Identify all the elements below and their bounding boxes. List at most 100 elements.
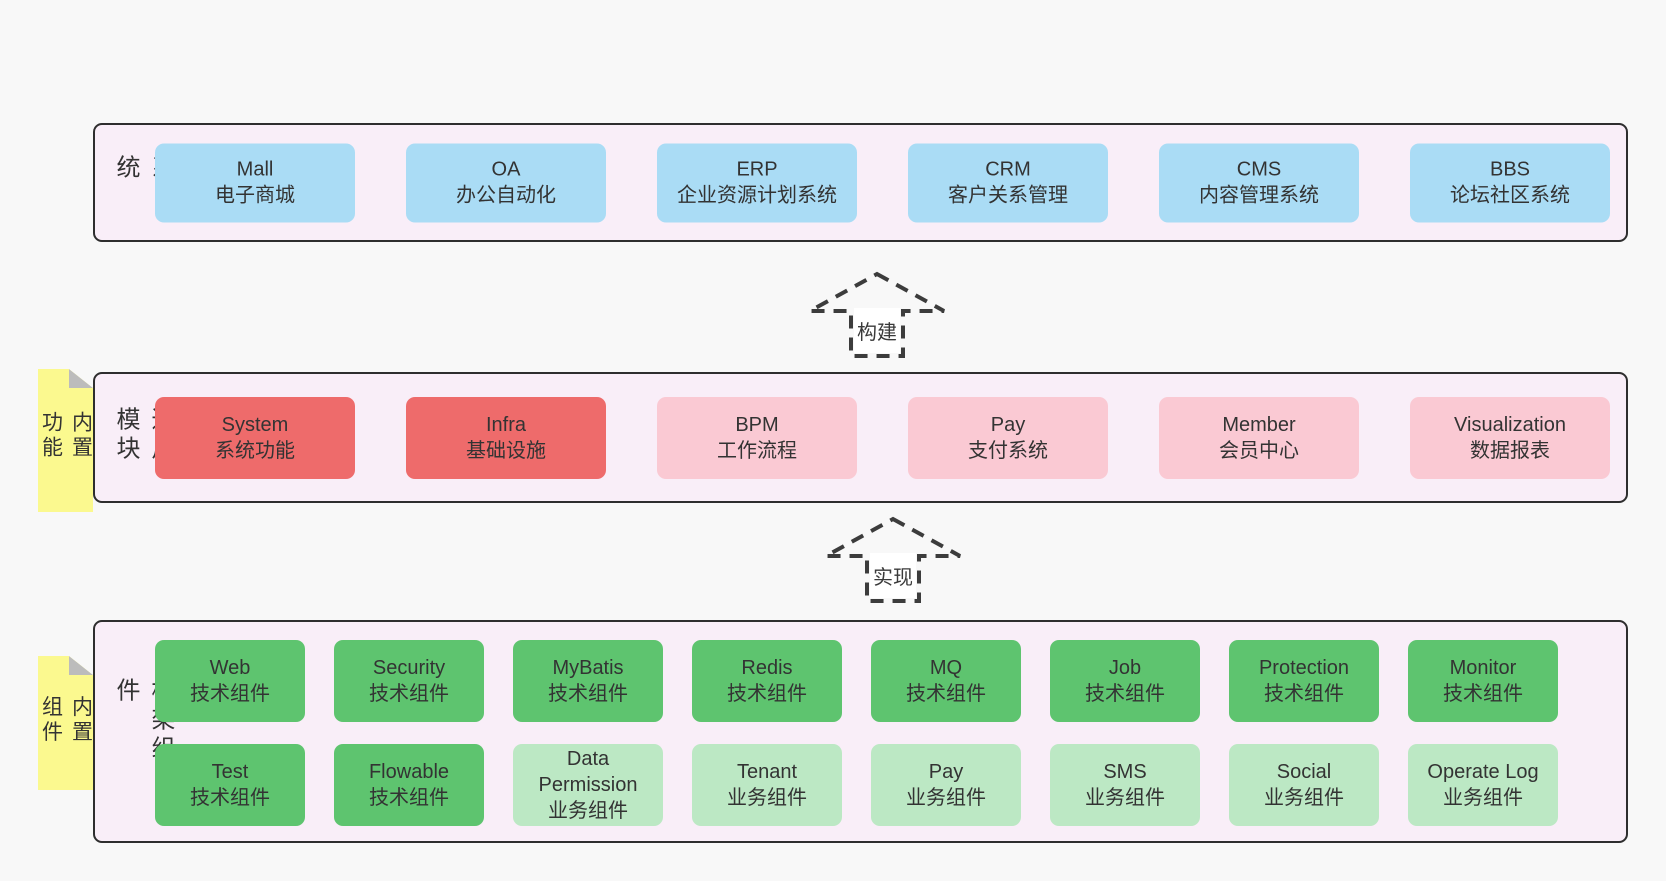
box-title: Pay bbox=[928, 761, 964, 783]
box-subtitle: 技术组件 bbox=[369, 787, 449, 809]
box-subtitle: 业务组件 bbox=[1443, 787, 1523, 809]
arrow-build: 构建 bbox=[807, 271, 947, 359]
box-title: CMS bbox=[1236, 158, 1282, 181]
sticky-fold-icon bbox=[69, 656, 93, 675]
box-subtitle: 技术组件 bbox=[1264, 683, 1344, 705]
box-title: CRM bbox=[985, 158, 1031, 181]
panel-business-systems: 业务系统 Mall 电子商城 OA 办公自动化 ERP 企业资源计划系统 CRM… bbox=[93, 123, 1628, 242]
arrow-label-implement: 实现 bbox=[870, 553, 916, 598]
box-subtitle: 技术组件 bbox=[1085, 683, 1165, 705]
box-mq: MQ 技术组件 bbox=[871, 640, 1021, 722]
box-title: BBS bbox=[1489, 158, 1531, 181]
box-subtitle: 技术组件 bbox=[548, 683, 628, 705]
box-subtitle: 技术组件 bbox=[190, 787, 270, 809]
box-title: Pay bbox=[990, 413, 1026, 436]
box-bbs: BBS 论坛社区系统 bbox=[1410, 143, 1610, 222]
box-security: Security 技术组件 bbox=[334, 640, 484, 722]
box-subtitle: 业务组件 bbox=[548, 800, 628, 822]
box-mall: Mall 电子商城 bbox=[155, 143, 355, 222]
box-title: Social bbox=[1276, 761, 1332, 783]
box-job: Job 技术组件 bbox=[1050, 640, 1200, 722]
box-title: Security bbox=[372, 657, 446, 679]
box-subtitle: 系统功能 bbox=[215, 439, 295, 462]
box-title: Data Permission bbox=[538, 748, 638, 796]
box-title: BPM bbox=[735, 413, 779, 436]
box-title: Flowable bbox=[368, 761, 450, 783]
box-member: Member 会员中心 bbox=[1159, 396, 1359, 479]
box-infra: Infra 基础设施 bbox=[406, 396, 606, 479]
box-tenant: Tenant 业务组件 bbox=[692, 744, 842, 826]
box-visualization: Visualization 数据报表 bbox=[1410, 396, 1610, 479]
box-title: Visualization bbox=[1454, 413, 1566, 436]
box-subtitle: 会员中心 bbox=[1219, 439, 1299, 462]
box-sms: SMS 业务组件 bbox=[1050, 744, 1200, 826]
box-subtitle: 电子商城 bbox=[215, 184, 295, 207]
panel-framework-components: 框架组件 Web 技术组件 Security 技术组件 MyBatis 技术组件… bbox=[93, 620, 1628, 843]
box-title: Mall bbox=[236, 158, 274, 181]
box-subtitle: 办公自动化 bbox=[456, 184, 556, 207]
box-subtitle: 业务组件 bbox=[906, 787, 986, 809]
box-pay-business: Pay 业务组件 bbox=[871, 744, 1021, 826]
box-subtitle: 业务组件 bbox=[1085, 787, 1165, 809]
sticky-text: 内置组件 bbox=[39, 695, 93, 746]
arrow-label-build: 构建 bbox=[854, 308, 900, 353]
box-title: Tenant bbox=[736, 761, 798, 783]
box-test: Test 技术组件 bbox=[155, 744, 305, 826]
box-subtitle: 企业资源计划系统 bbox=[677, 184, 837, 207]
box-subtitle: 数据报表 bbox=[1470, 439, 1550, 462]
box-title: Monitor bbox=[1449, 657, 1517, 679]
box-mybatis: MyBatis 技术组件 bbox=[513, 640, 663, 722]
box-subtitle: 内容管理系统 bbox=[1199, 184, 1319, 207]
box-subtitle: 客户关系管理 bbox=[948, 184, 1068, 207]
box-title: ERP bbox=[736, 158, 778, 181]
box-subtitle: 技术组件 bbox=[727, 683, 807, 705]
box-monitor: Monitor 技术组件 bbox=[1408, 640, 1558, 722]
box-protection: Protection 技术组件 bbox=[1229, 640, 1379, 722]
box-erp: ERP 企业资源计划系统 bbox=[657, 143, 857, 222]
business-box-row: Mall 电子商城 OA 办公自动化 ERP 企业资源计划系统 CRM 客户关系… bbox=[155, 143, 1610, 222]
box-crm: CRM 客户关系管理 bbox=[908, 143, 1108, 222]
box-title: OA bbox=[491, 158, 521, 181]
box-cms: CMS 内容管理系统 bbox=[1159, 143, 1359, 222]
sticky-note-builtin-components: 内置组件 bbox=[38, 656, 93, 790]
arrow-implement: 实现 bbox=[823, 516, 963, 604]
box-subtitle: 业务组件 bbox=[727, 787, 807, 809]
box-title: Operate Log bbox=[1427, 761, 1539, 783]
up-arrow-icon bbox=[825, 516, 961, 603]
box-web: Web 技术组件 bbox=[155, 640, 305, 722]
box-title: Test bbox=[211, 761, 249, 783]
box-subtitle: 技术组件 bbox=[906, 683, 986, 705]
sticky-fold-icon bbox=[69, 369, 93, 388]
box-pay-module: Pay 支付系统 bbox=[908, 396, 1108, 479]
framework-box-row-1: Web 技术组件 Security 技术组件 MyBatis 技术组件 Redi… bbox=[155, 640, 1558, 722]
box-title: Protection bbox=[1258, 657, 1350, 679]
common-box-row: System 系统功能 Infra 基础设施 BPM 工作流程 Pay 支付系统… bbox=[155, 396, 1610, 479]
box-title: Member bbox=[1222, 413, 1296, 436]
box-subtitle: 技术组件 bbox=[1443, 683, 1523, 705]
box-operate-log: Operate Log 业务组件 bbox=[1408, 744, 1558, 826]
box-title: Redis bbox=[741, 657, 793, 679]
box-title: System bbox=[221, 413, 289, 436]
box-subtitle: 技术组件 bbox=[369, 683, 449, 705]
box-subtitle: 技术组件 bbox=[190, 683, 270, 705]
box-subtitle: 论坛社区系统 bbox=[1450, 184, 1570, 207]
box-title: Infra bbox=[485, 413, 527, 436]
box-data-permission: Data Permission 业务组件 bbox=[513, 744, 663, 826]
box-title: Web bbox=[209, 657, 251, 679]
box-subtitle: 基础设施 bbox=[466, 439, 546, 462]
box-system: System 系统功能 bbox=[155, 396, 355, 479]
box-redis: Redis 技术组件 bbox=[692, 640, 842, 722]
box-title: MQ bbox=[929, 657, 963, 679]
box-subtitle: 工作流程 bbox=[717, 439, 797, 462]
box-subtitle: 支付系统 bbox=[968, 439, 1048, 462]
sticky-text: 内置功能 bbox=[39, 410, 93, 461]
sticky-note-builtin-features: 内置功能 bbox=[38, 369, 93, 512]
up-arrow-icon bbox=[809, 271, 945, 358]
box-subtitle: 业务组件 bbox=[1264, 787, 1344, 809]
box-bpm: BPM 工作流程 bbox=[657, 396, 857, 479]
box-title: SMS bbox=[1103, 761, 1147, 783]
panel-common-modules: 通用模块 System 系统功能 Infra 基础设施 BPM 工作流程 Pay… bbox=[93, 372, 1628, 503]
framework-box-row-2: Test 技术组件 Flowable 技术组件 Data Permission … bbox=[155, 744, 1558, 826]
box-title: Job bbox=[1108, 657, 1142, 679]
